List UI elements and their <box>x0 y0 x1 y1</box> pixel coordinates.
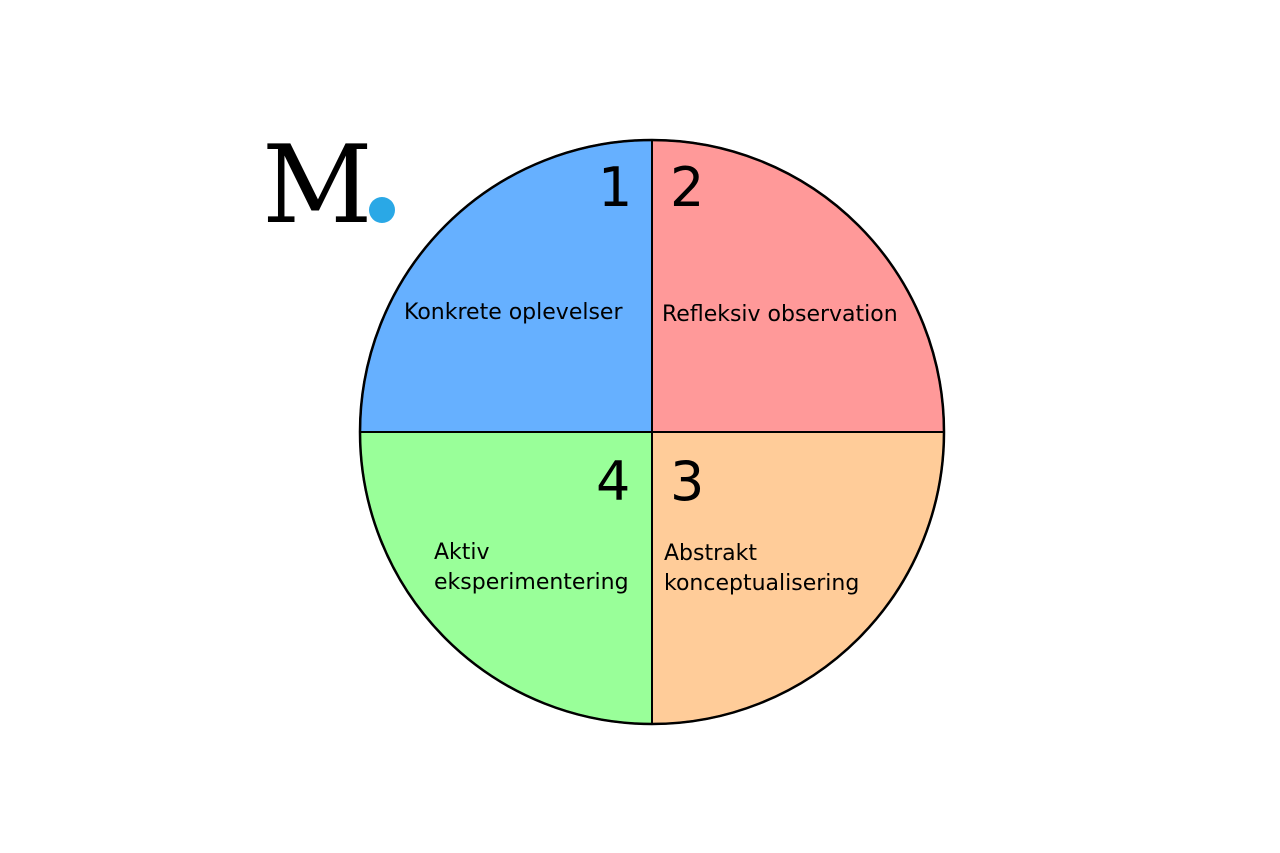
quadrant-4-label-line-2: eksperimentering <box>434 570 629 595</box>
quadrant-3-number: 3 <box>670 450 704 513</box>
quadrant-1-number: 1 <box>598 156 632 219</box>
logo-dot <box>369 197 395 223</box>
quadrant-1-label: Konkrete oplevelser <box>404 300 623 325</box>
logo-letter: M <box>262 123 373 248</box>
quadrant-4-number: 4 <box>596 450 630 513</box>
quadrant-4-label-line-1: Aktiv <box>434 540 490 565</box>
quadrant-3-label-line-1: Abstrakt <box>664 541 757 566</box>
logo: M <box>262 123 395 248</box>
quadrant-2-number: 2 <box>670 156 704 219</box>
quadrant-2-label: Refleksiv observation <box>662 302 898 327</box>
quadrant-3-label-line-2: konceptualisering <box>664 571 859 596</box>
